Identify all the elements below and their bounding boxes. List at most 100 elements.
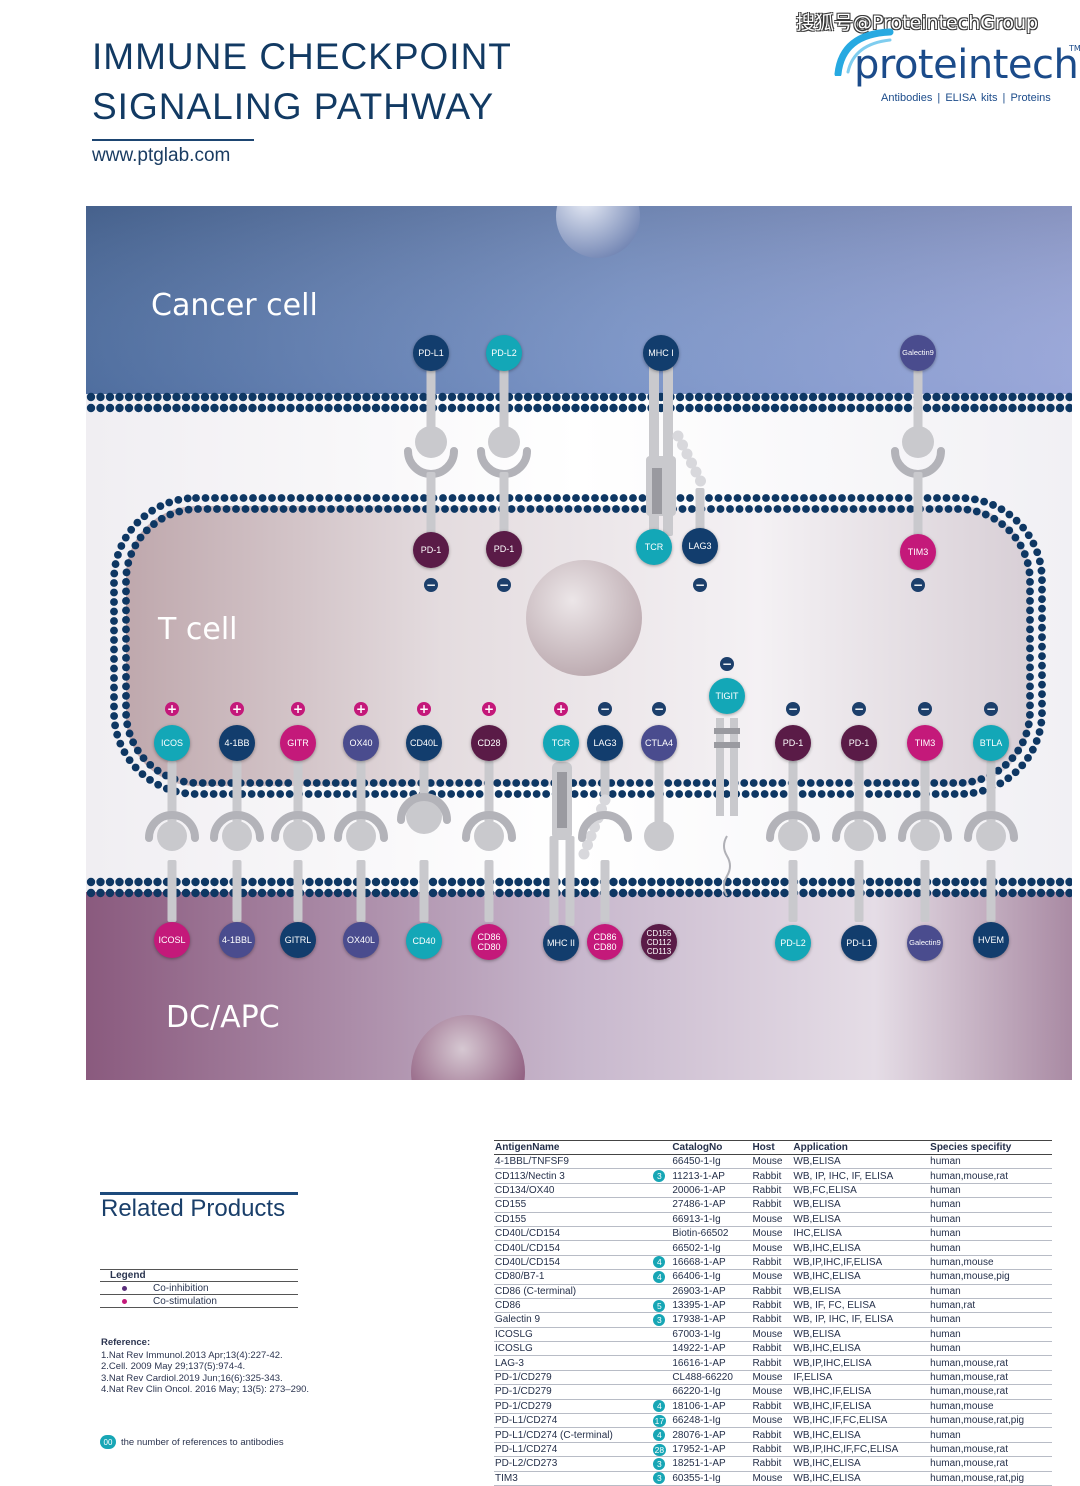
host-cell: Rabbit xyxy=(751,1168,793,1184)
co-inhibition-sign-icon: − xyxy=(652,702,666,716)
receptor-domain xyxy=(488,426,520,458)
receptor-stem xyxy=(600,761,610,796)
lag3-bead xyxy=(690,466,702,478)
catalog-cell: 20006-1-AP xyxy=(671,1183,752,1199)
legend-title: Legend xyxy=(100,1269,298,1282)
node-tcr: TCR xyxy=(636,529,672,565)
reference-count-cell: 4 xyxy=(647,1255,672,1271)
catalog-cell: 18106-1-AP xyxy=(671,1399,752,1415)
antigen-cell: PD-L1/CD274 xyxy=(494,1413,648,1429)
receptor-cup xyxy=(462,811,516,842)
application-cell: WB, IF, FC, ELISA xyxy=(792,1298,930,1314)
receptor-domain xyxy=(222,821,252,851)
host-cell: Mouse xyxy=(751,1327,793,1343)
catalog-cell: 66220-1-Ig xyxy=(671,1384,752,1400)
node-ox40: OX40 xyxy=(343,725,379,761)
node-icos: ICOS xyxy=(154,725,190,761)
receptor-stem xyxy=(565,836,575,926)
receptor-domain xyxy=(778,821,808,851)
species-cell: human xyxy=(929,1226,1052,1242)
legend-label: Co-stimulation xyxy=(153,1295,217,1307)
lag3-bead xyxy=(578,848,590,860)
receptor-cup xyxy=(397,793,451,824)
application-cell: WB, IP, IHC, IF, ELISA xyxy=(792,1168,930,1184)
receptor-cup xyxy=(766,811,820,842)
receptor-stem xyxy=(499,472,509,536)
receptor-stem xyxy=(913,472,923,536)
host-cell: Mouse xyxy=(751,1212,793,1227)
table-header-row: AntigenName CatalogNo Host Application S… xyxy=(494,1140,1052,1155)
application-cell: WB,IHC,IF,ELISA xyxy=(792,1384,930,1400)
co-stimulation-sign-icon: + xyxy=(291,702,305,716)
catalog-cell: 66248-1-Ig xyxy=(671,1413,752,1429)
receptor-domain xyxy=(415,426,447,458)
dc-apc-label: DC/APC xyxy=(166,1000,280,1035)
receptor-stem xyxy=(600,860,610,922)
receptor-stem xyxy=(788,860,798,922)
node-mhc-i: MHC I xyxy=(643,335,679,371)
host-cell: Mouse xyxy=(751,1154,793,1170)
catalog-cell: 18251-1-AP xyxy=(671,1456,752,1472)
species-cell: human,mouse,rat xyxy=(929,1456,1052,1472)
node-lag3: LAG3 xyxy=(587,725,623,761)
reference-count-cell xyxy=(647,1240,672,1256)
catalog-cell: 27486-1-AP xyxy=(671,1197,752,1213)
receptor-stem xyxy=(695,488,705,536)
reference-count-cell: 3 xyxy=(647,1312,672,1328)
reference-count-badge: 4 xyxy=(653,1270,666,1283)
species-cell: human,mouse,rat,pig xyxy=(929,1471,1052,1486)
reference-count-note: 00 the number of references to antibodie… xyxy=(100,1435,284,1449)
node-lag3: LAG3 xyxy=(682,528,718,564)
species-cell: human xyxy=(929,1312,1052,1328)
dc-apc-region xyxy=(86,892,1072,1080)
website-link[interactable]: www.ptglab.com xyxy=(92,145,231,166)
species-cell: human,mouse xyxy=(929,1255,1052,1271)
species-cell: human xyxy=(929,1284,1052,1299)
node-pd-l2: PD-L2 xyxy=(486,335,522,371)
reference-count-cell: 3 xyxy=(647,1168,672,1184)
reference-count-cell xyxy=(647,1154,672,1170)
catalog-cell: 17938-1-AP xyxy=(671,1312,752,1328)
species-cell: human,mouse,rat xyxy=(929,1168,1052,1184)
application-cell: WB,ELISA xyxy=(792,1197,930,1213)
host-cell: Mouse xyxy=(751,1240,793,1256)
related-products-title: Related Products xyxy=(101,1195,286,1222)
receptor-domain xyxy=(283,821,313,851)
antigen-cell: CD40L/CD154 xyxy=(494,1240,648,1256)
host-cell: Mouse xyxy=(751,1413,793,1429)
tcr-core xyxy=(557,772,567,828)
co-stimulation-sign-icon: + xyxy=(230,702,244,716)
receptor-stem xyxy=(654,761,664,826)
antigen-cell: CD40L/CD154 xyxy=(494,1226,648,1242)
receptor-stem xyxy=(167,860,177,922)
proteintech-logo[interactable]: proteintech TM Antibodies | ELISA kits |… xyxy=(828,28,1080,112)
title-divider xyxy=(92,139,254,141)
species-cell: human xyxy=(929,1197,1052,1213)
reference-count-cell: 4 xyxy=(647,1427,672,1443)
receptor-domain xyxy=(902,426,934,458)
antigen-cell: ICOSLG xyxy=(494,1327,648,1343)
antigen-cell: ICOSLG xyxy=(494,1341,648,1357)
species-cell: human xyxy=(929,1327,1052,1343)
reference-count-badge: 4 xyxy=(653,1256,666,1269)
co-inhibition-sign-icon: − xyxy=(852,702,866,716)
node-galectin9: Galectin9 xyxy=(907,925,943,961)
application-cell: WB, IP, IHC, IF, ELISA xyxy=(792,1312,930,1328)
tigit-ligand-link xyxy=(723,835,731,897)
node-gitrl: GITRL xyxy=(280,922,316,958)
catalog-cell: 66913-1-Ig xyxy=(671,1212,752,1227)
t-cell-membrane-outer xyxy=(110,494,1046,798)
reference-count-badge: 5 xyxy=(653,1299,666,1312)
species-cell: human xyxy=(929,1427,1052,1443)
reference-count-cell xyxy=(647,1226,672,1242)
node-cd40: CD40 xyxy=(406,923,442,959)
species-cell: human xyxy=(929,1212,1052,1227)
reference-count-cell: 3 xyxy=(647,1471,672,1486)
